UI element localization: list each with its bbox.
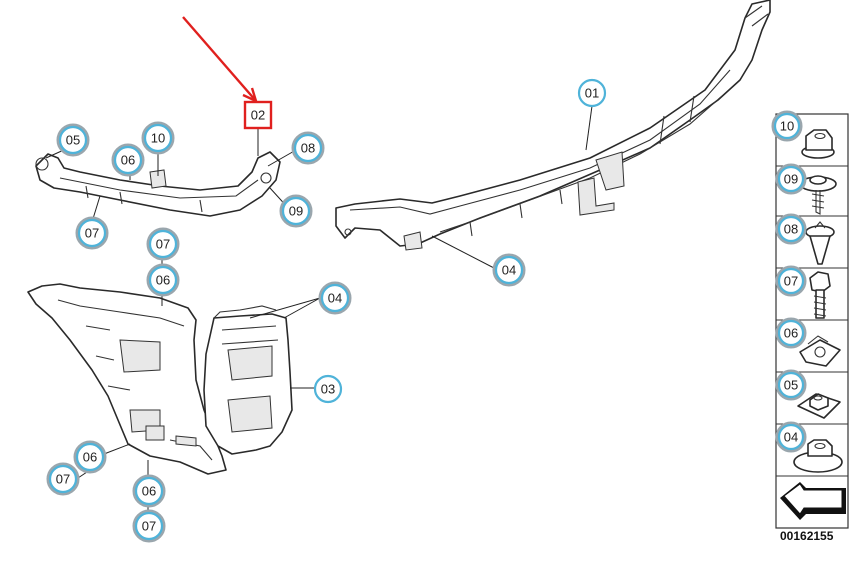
legend-label-09: 09 bbox=[784, 172, 798, 187]
callout-07-upper-text: 07 bbox=[85, 226, 99, 241]
callout-07-upper[interactable]: 07 bbox=[75, 216, 109, 250]
legend-label-07: 07 bbox=[784, 274, 798, 289]
callout-06-lower-text: 06 bbox=[142, 484, 156, 499]
callout-01-text: 01 bbox=[585, 86, 599, 101]
callout-06-mid[interactable]: 06 bbox=[146, 263, 180, 297]
bracket-part bbox=[35, 151, 281, 217]
callout-04-guide[interactable]: 04 bbox=[318, 281, 352, 315]
callout-06-lower[interactable]: 06 bbox=[132, 474, 166, 508]
callout-06-lower-left[interactable]: 06 bbox=[73, 440, 107, 474]
bumper-carrier-part bbox=[335, 0, 771, 251]
legend-label-10: 10 bbox=[780, 119, 794, 134]
right-guide-part bbox=[203, 305, 293, 455]
callout-07-mid[interactable]: 07 bbox=[146, 227, 180, 261]
flange-nut-icon bbox=[793, 439, 843, 473]
left-guide-part bbox=[27, 283, 227, 475]
callout-06-upper-text: 06 bbox=[121, 153, 135, 168]
callout-07-mid-text: 07 bbox=[156, 237, 170, 252]
legend-label-06: 06 bbox=[784, 326, 798, 341]
callout-09[interactable]: 09 bbox=[279, 194, 313, 228]
highlighted-part-label[interactable]: 02 bbox=[243, 100, 273, 130]
legend-label-08: 08 bbox=[784, 222, 798, 237]
hex-nut-flange-icon bbox=[801, 129, 835, 159]
callout-10-upper-text: 10 bbox=[151, 131, 165, 146]
legend-item-07[interactable]: 07 bbox=[775, 265, 831, 319]
callout-01[interactable]: 01 bbox=[577, 78, 607, 108]
callout-07-lower[interactable]: 07 bbox=[132, 509, 166, 543]
legend-item-08[interactable]: 08 bbox=[775, 213, 835, 265]
legend-item-10[interactable]: 10 bbox=[771, 110, 835, 159]
callout-06-mid-text: 06 bbox=[156, 273, 170, 288]
callout-10-upper[interactable]: 10 bbox=[141, 121, 175, 155]
callout-09-text: 09 bbox=[289, 204, 303, 219]
callout-07-lower-left[interactable]: 07 bbox=[46, 462, 80, 496]
callout-04-guide-text: 04 bbox=[328, 291, 342, 306]
highlight-arrow bbox=[182, 16, 258, 104]
callout-04-carrier-text: 04 bbox=[502, 263, 516, 278]
callout-07-lower-text: 07 bbox=[142, 519, 156, 534]
clip-nut-icon bbox=[799, 335, 841, 367]
callout-08-text: 08 bbox=[301, 141, 315, 156]
legend-label-04: 04 bbox=[784, 430, 798, 445]
callout-03-text: 03 bbox=[321, 382, 335, 397]
callout-06-upper[interactable]: 06 bbox=[111, 143, 145, 177]
callout-05[interactable]: 05 bbox=[56, 123, 90, 157]
highlighted-part-number: 02 bbox=[251, 108, 265, 123]
fastener-legend: 10 09 08 bbox=[771, 110, 849, 529]
legend-item-04[interactable]: 04 bbox=[775, 421, 843, 473]
hex-bolt-icon bbox=[809, 271, 831, 319]
screw-with-washer-icon bbox=[799, 175, 837, 215]
callout-03[interactable]: 03 bbox=[313, 374, 343, 404]
legend-item-09[interactable]: 09 bbox=[775, 163, 837, 215]
square-nut-icon bbox=[797, 393, 841, 419]
callout-05-text: 05 bbox=[66, 133, 80, 148]
document-id: 00162155 bbox=[780, 529, 834, 543]
front-direction-arrow-icon bbox=[780, 482, 846, 520]
legend-label-05: 05 bbox=[784, 378, 798, 393]
legend-item-06[interactable]: 06 bbox=[775, 317, 841, 367]
callout-08[interactable]: 08 bbox=[291, 131, 325, 165]
callout-04-carrier[interactable]: 04 bbox=[492, 253, 526, 287]
leader-lines bbox=[45, 105, 593, 512]
callout-06-lower-left-text: 06 bbox=[83, 450, 97, 465]
callout-07-lower-left-text: 07 bbox=[56, 472, 70, 487]
legend-item-05[interactable]: 05 bbox=[775, 369, 841, 419]
